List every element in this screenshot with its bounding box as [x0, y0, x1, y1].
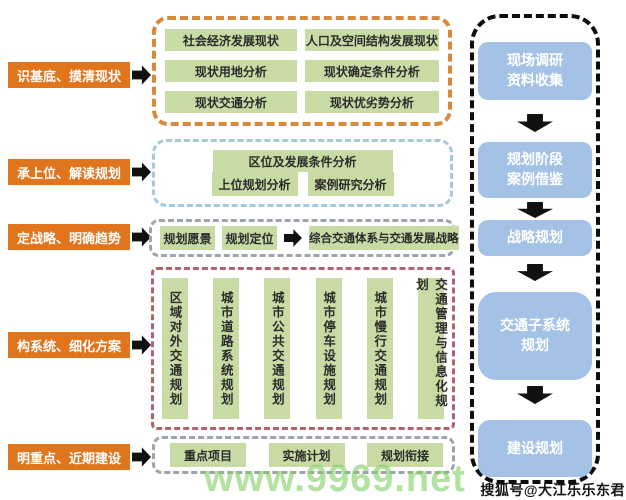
- task-box: 区位及发展条件分析: [212, 150, 393, 172]
- section-upper-planning: 区位及发展条件分析 上位规划分析 案例研究分析: [152, 139, 453, 207]
- down-arrow-icon: [517, 386, 553, 404]
- stage-label-4: 构系统、细化方案: [8, 332, 130, 358]
- down-arrow-icon: [517, 114, 553, 132]
- flow-step-subsystem: 交通子系统 规划: [478, 292, 592, 380]
- subsystem-box: 区域对外交通规划: [162, 278, 188, 419]
- flow-panel: 现场调研 资料收集 规划阶段 案例借鉴 战略规划 交通子系统 规划 建设规划: [470, 14, 600, 484]
- watermark-credit: 搜狐号@大江乐乐东君: [480, 482, 625, 498]
- subsystem-box: 交通管理与信息化规划: [414, 278, 447, 419]
- section-strategy: 规划愿景 规划定位 综合交通体系与交通发展战略: [149, 219, 459, 257]
- task-box: 案例研究分析: [307, 172, 394, 196]
- task-box: 综合交通体系与交通发展战略: [309, 226, 459, 250]
- flow-step-survey: 现场调研 资料收集: [478, 42, 592, 100]
- right-arrow-icon: [284, 229, 302, 247]
- task-box: 实施计划: [268, 443, 345, 467]
- down-arrow-icon: [517, 264, 553, 281]
- subsystem-box: 城市停车设施规划: [315, 278, 342, 419]
- task-box: 现状确定条件分析: [304, 60, 439, 82]
- right-arrow-icon: [132, 162, 151, 182]
- task-box: 规划衔接: [367, 443, 443, 467]
- section-near-term: 重点项目 实施计划 规划衔接: [152, 436, 455, 474]
- task-box: 现状优劣势分析: [304, 91, 439, 113]
- section-subsystems: 区域对外交通规划 城市道路系统规划 城市公共交通规划 城市停车设施规划 城市慢行…: [151, 267, 455, 430]
- task-box: 人口及空间结构发展现状: [304, 29, 439, 51]
- right-arrow-icon: [132, 65, 151, 85]
- flow-step-construction: 建设规划: [478, 420, 592, 477]
- right-arrow-icon: [132, 447, 151, 467]
- task-box: 重点项目: [170, 443, 246, 467]
- subsystem-box: 城市公共交通规划: [264, 278, 291, 419]
- section-current-status: 社会经济发展现状 人口及空间结构发展现状 现状用地分析 现状确定条件分析 现状交…: [152, 16, 452, 126]
- stage-label-1: 识基底、摸清现状: [8, 62, 130, 88]
- watermark-site: www.9969.net: [204, 458, 466, 500]
- stage-label-2: 承上位、解读规划: [8, 159, 130, 185]
- stage-label-3: 定战略、明确趋势: [8, 224, 130, 250]
- subsystem-box: 城市慢行交通规划: [366, 278, 393, 419]
- flow-step-case: 规划阶段 案例借鉴: [478, 142, 592, 198]
- task-box: 规划愿景: [160, 226, 215, 250]
- right-arrow-icon: [132, 335, 151, 355]
- upper-planning-row: 上位规划分析 案例研究分析: [211, 172, 394, 196]
- down-arrow-icon: [517, 202, 553, 218]
- task-box: 社会经济发展现状: [165, 29, 297, 51]
- subsystem-box: 城市道路系统规划: [213, 278, 240, 419]
- task-box: 规划定位: [222, 226, 277, 250]
- task-box: 现状交通分析: [165, 91, 297, 113]
- task-box: 现状用地分析: [165, 60, 297, 82]
- task-box: 上位规划分析: [211, 172, 298, 196]
- stage-label-5: 明重点、近期建设: [8, 444, 130, 470]
- flow-step-strategy: 战略规划: [478, 220, 592, 256]
